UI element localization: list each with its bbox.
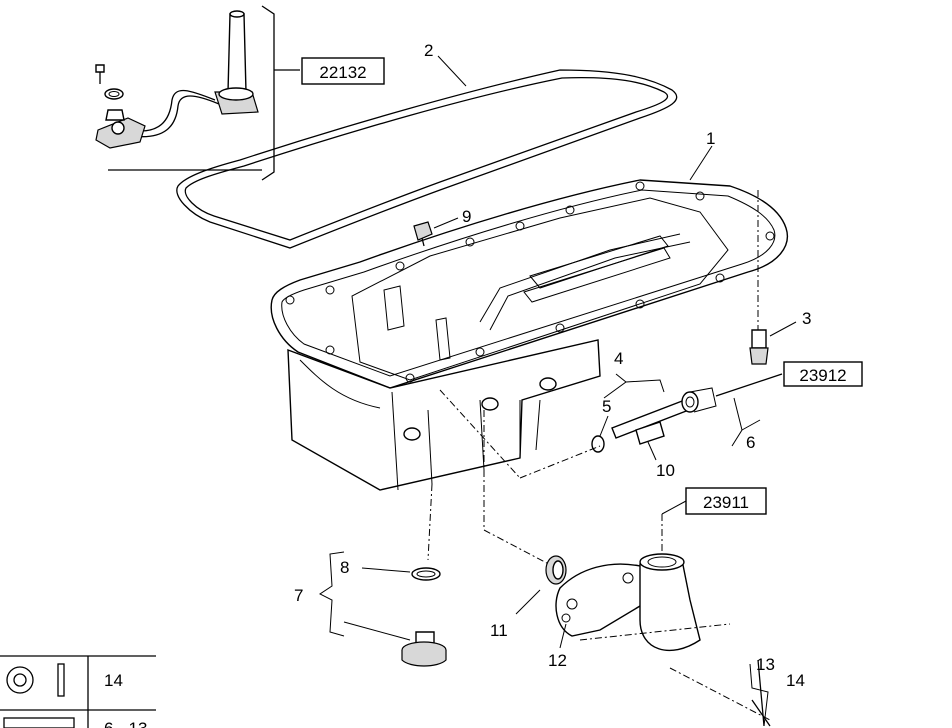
- callout-8: 8: [340, 558, 349, 577]
- o-ring-seal: [591, 435, 605, 453]
- ref-box-23912: 23912: [783, 361, 863, 387]
- callout-7: 7: [294, 586, 303, 605]
- callout-14: 14: [786, 671, 805, 690]
- callout-2: 2: [424, 41, 433, 60]
- legend-table: 14 6 - 13: [0, 655, 156, 728]
- suction-pipe-elbow: [639, 514, 701, 651]
- bracket-22132: [108, 5, 300, 181]
- suction-pipe-flange: [555, 563, 651, 637]
- callout-3: 3: [802, 309, 811, 328]
- ref-box-23911: 23911: [685, 487, 767, 515]
- legend-row1-value: 14: [104, 671, 123, 690]
- drain-plug-seal: [411, 567, 441, 581]
- oil-pipe-assembly: [611, 373, 783, 445]
- washer-symbol-icon: [6, 666, 34, 694]
- ref-box-22132: 22132: [301, 57, 385, 85]
- dipstick-assembly: [95, 10, 259, 149]
- flange-bolt: [413, 221, 433, 247]
- callout-13: 13: [756, 655, 775, 674]
- callout-10: 10: [656, 461, 675, 480]
- svg-text:23912: 23912: [799, 366, 846, 385]
- oil-pan-gasket: [176, 69, 678, 249]
- suction-pipe-bolts: [749, 659, 771, 727]
- bolt-symbol-icon: [3, 717, 75, 728]
- svg-text:22132: 22132: [319, 63, 366, 82]
- legend-row2-value: 6 - 13: [104, 719, 147, 728]
- callout-1: 1: [706, 129, 715, 148]
- flange-bolt-holes: [285, 181, 775, 383]
- callout-4: 4: [614, 349, 623, 368]
- callout-12: 12: [548, 651, 567, 670]
- oil-level-sensor: [749, 190, 769, 365]
- callout-11: 11: [490, 621, 508, 640]
- callout-6: 6: [746, 433, 755, 452]
- suction-ring: [545, 555, 567, 585]
- seal-symbol-icon: [57, 663, 65, 697]
- oil-pan-body: [270, 179, 788, 491]
- drain-plug: [401, 631, 447, 667]
- svg-text:23911: 23911: [703, 493, 749, 512]
- callout-5: 5: [602, 397, 611, 416]
- callout-9: 9: [462, 207, 471, 226]
